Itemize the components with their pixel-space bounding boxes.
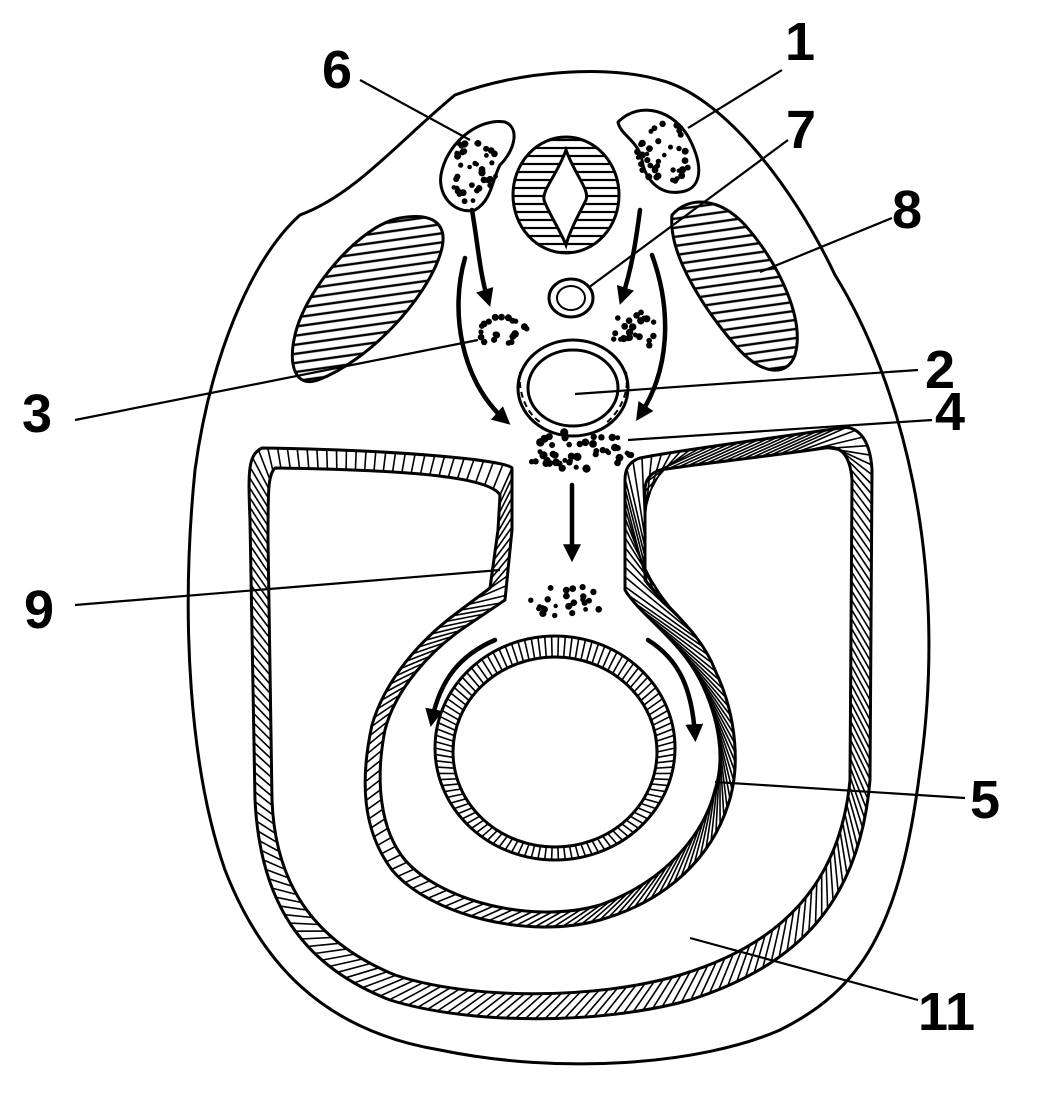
gut-tube (433, 634, 677, 862)
label-1: 1 (785, 12, 815, 72)
leader-lines (74, 69, 966, 1002)
coelom-wall (247, 426, 874, 1021)
label-3: 3 (22, 384, 52, 444)
body-outline (186, 70, 931, 1066)
label-9: 9 (24, 580, 54, 640)
label-5: 5 (970, 770, 1000, 830)
somite-left (439, 120, 516, 213)
somite-cell-dots (451, 120, 691, 205)
neural-tube (511, 135, 621, 255)
myotome-right (670, 200, 799, 372)
small-vessel (547, 277, 595, 319)
label-8: 8 (892, 180, 922, 240)
label-2: 2 (925, 340, 955, 400)
migration-arrows (425, 207, 704, 743)
notochord (516, 338, 630, 438)
label-6: 6 (322, 40, 352, 100)
label-4: 4 (935, 382, 965, 442)
label-11: 11 (918, 982, 975, 1042)
mesenchyme-cell-clusters (477, 309, 657, 619)
label-7: 7 (786, 100, 816, 160)
myotome-left (290, 215, 445, 384)
